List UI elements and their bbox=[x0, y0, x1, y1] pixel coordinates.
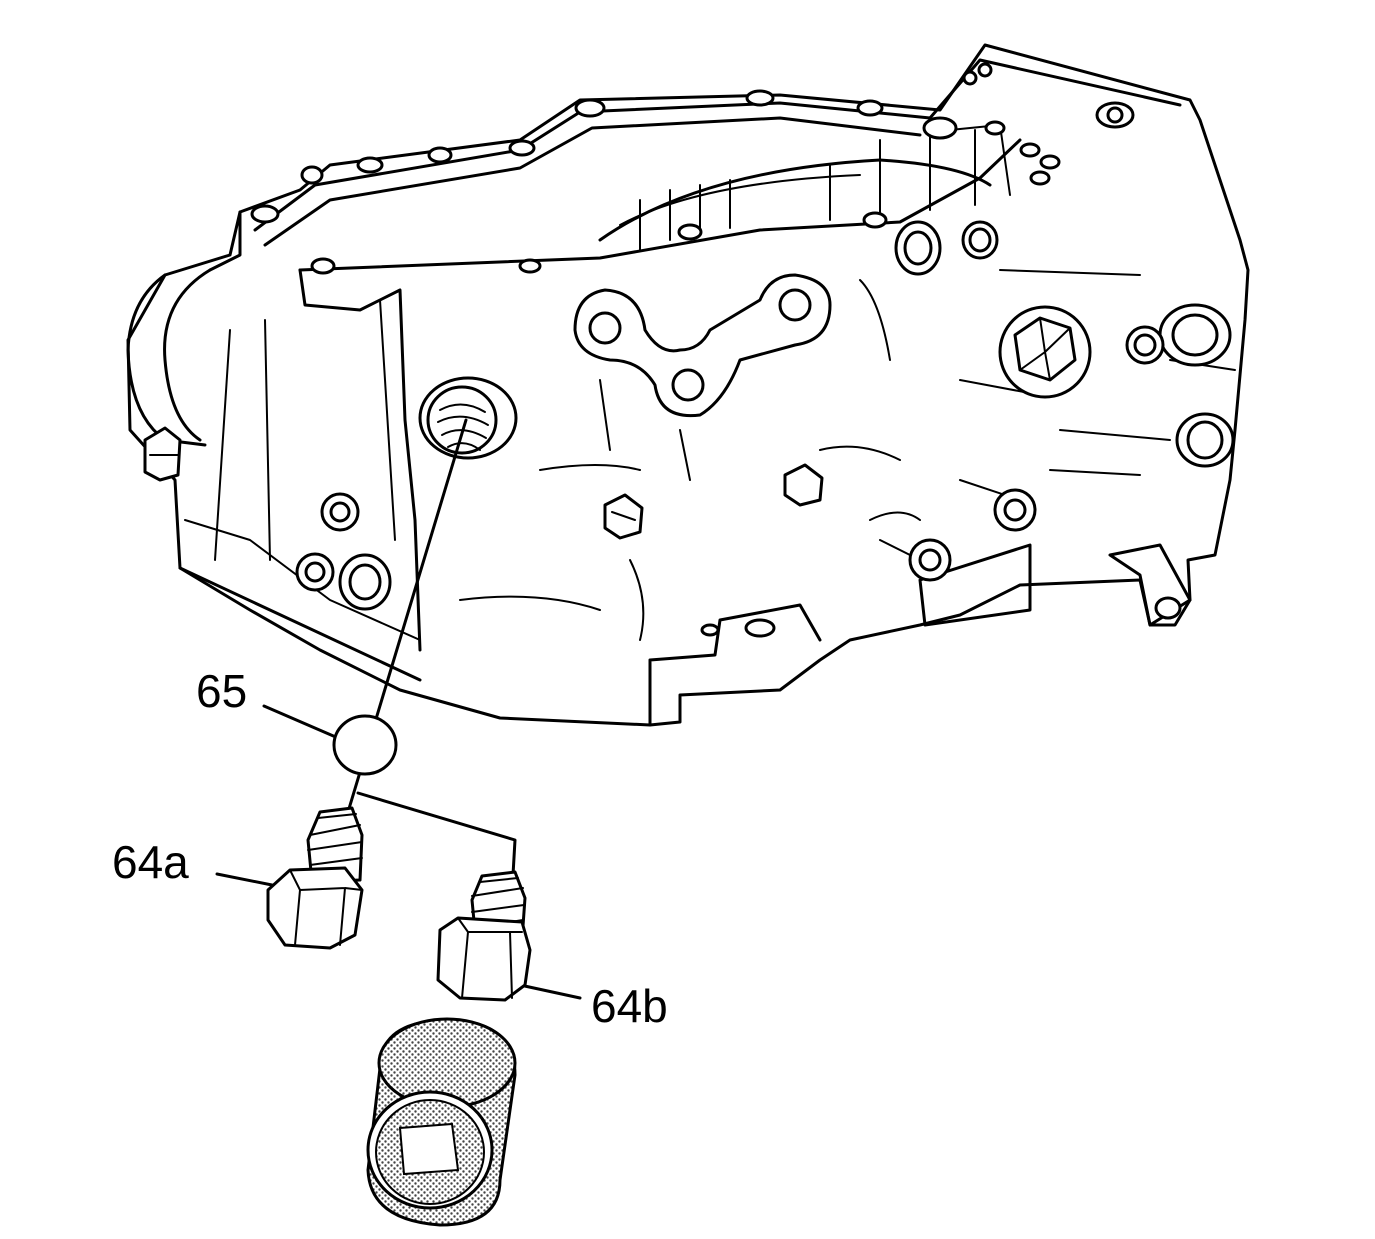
housing-bolts bbox=[143, 305, 1092, 540]
filter-port bbox=[418, 376, 518, 460]
housing-bosses bbox=[295, 220, 1235, 638]
drain-plug-64a bbox=[266, 806, 364, 950]
flange-bolt-holes bbox=[250, 62, 1135, 275]
callout-65: 65 bbox=[196, 665, 247, 717]
callout-64a: 64a bbox=[112, 836, 189, 888]
drain-plug-64b bbox=[436, 870, 532, 1002]
o-ring-seal bbox=[332, 714, 398, 776]
callout-64b: 64b bbox=[591, 980, 668, 1032]
filter-element bbox=[366, 1017, 517, 1227]
transmission-housing bbox=[126, 43, 1250, 727]
